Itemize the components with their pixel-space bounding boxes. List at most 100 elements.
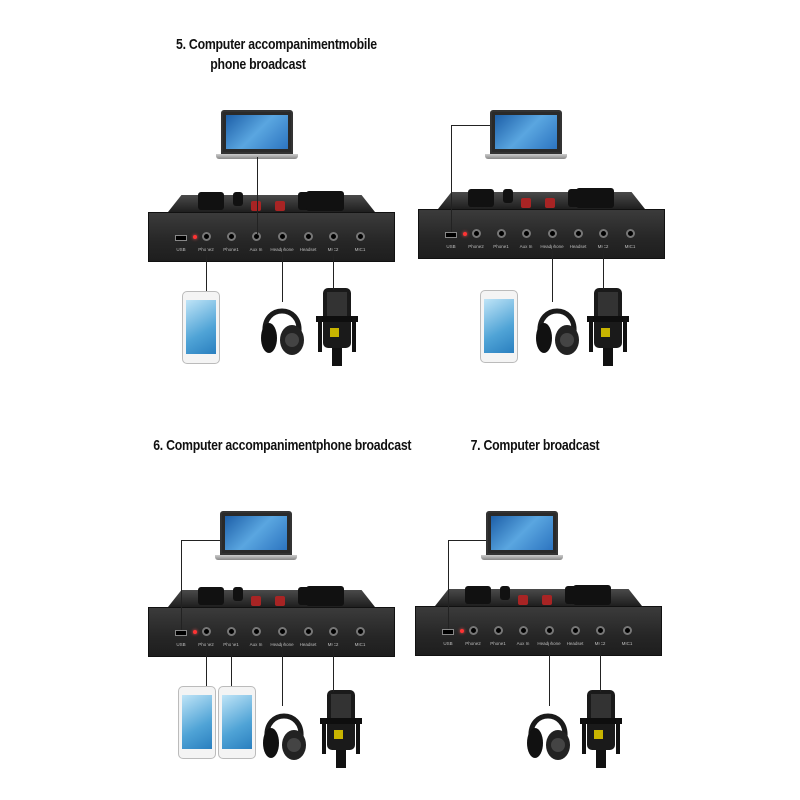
jack-phone1 [227, 627, 236, 636]
jack-phone1 [227, 232, 236, 241]
title-7: 7. Computer broadcast [470, 437, 600, 454]
jack-phone2 [202, 627, 211, 636]
port-label: Headset [299, 247, 317, 252]
jack-headset [571, 626, 580, 635]
fader-icon [251, 201, 261, 211]
jack-headset [574, 229, 583, 238]
port-label: Phone2 [465, 641, 481, 646]
jack-mic2 [329, 627, 338, 636]
usb-port-icon [445, 232, 457, 238]
microphone-icon [585, 288, 631, 366]
jack-phone1 [494, 626, 503, 635]
laptop-icon [221, 110, 293, 154]
cable [448, 540, 449, 629]
fader-icon [251, 596, 261, 606]
led-indicator [193, 235, 197, 239]
fader-icon [275, 596, 285, 606]
mixer-body [148, 212, 395, 262]
mixer-top [437, 192, 646, 210]
phone-screen [222, 695, 252, 749]
jack-mic1 [356, 232, 365, 241]
fader-icon [521, 198, 531, 208]
port-label: Aux In [249, 642, 263, 647]
port-label: Aux In [519, 244, 533, 249]
laptop-base [485, 154, 567, 159]
headphones-icon [525, 703, 571, 761]
port-label: MIC2 [585, 641, 615, 646]
port-label: USB [443, 641, 453, 646]
port-label: Phone1 [223, 247, 239, 252]
jack-headphone [278, 232, 287, 241]
usb-port-icon [175, 630, 187, 636]
jack-aux-in [252, 627, 261, 636]
fader-icon [275, 201, 285, 211]
jack-mic2 [329, 232, 338, 241]
laptop-base [216, 154, 298, 159]
laptop-icon [490, 110, 562, 154]
mixer-body [415, 606, 662, 656]
knob-icon [465, 586, 491, 604]
jack-phone2 [469, 626, 478, 635]
port-label: MIC2 [318, 247, 348, 252]
port-label: Phone1 [493, 244, 509, 249]
usb-port-icon [442, 629, 454, 635]
jack-headphone [545, 626, 554, 635]
port-label: USB [176, 642, 186, 647]
port-label: USB [446, 244, 456, 249]
port-label: Aux In [516, 641, 530, 646]
knob-icon [306, 586, 344, 606]
laptop-base [481, 555, 563, 560]
fader-icon [545, 198, 555, 208]
jack-aux-in [519, 626, 528, 635]
cable [333, 245, 334, 290]
cable [206, 245, 207, 291]
cable [451, 125, 452, 232]
jack-aux-in [522, 229, 531, 238]
port-label: MIC1 [621, 641, 633, 646]
knob-icon [503, 189, 513, 203]
led-indicator [460, 629, 464, 633]
knob-icon [233, 587, 243, 601]
cable [257, 157, 258, 235]
jack-headphone [278, 627, 287, 636]
headphones-icon [261, 703, 307, 761]
jack-headset [304, 232, 313, 241]
cable [603, 242, 604, 290]
port-label: Headset [569, 244, 587, 249]
jack-headset [304, 627, 313, 636]
port-label: Phone1 [216, 642, 246, 647]
port-label: MIC2 [588, 244, 618, 249]
microphone-icon [578, 690, 624, 768]
knob-icon [500, 586, 510, 600]
knob-icon [198, 587, 224, 605]
port-label: MIC1 [624, 244, 636, 249]
cable [333, 640, 334, 692]
mixer-top [434, 589, 643, 607]
cable [282, 640, 283, 706]
phone-screen [484, 299, 514, 353]
port-label: Headset [566, 641, 584, 646]
cable [231, 640, 232, 686]
jack-mic1 [623, 626, 632, 635]
fader-icon [518, 595, 528, 605]
port-label: Phone2 [468, 244, 484, 249]
port-label: USB [176, 247, 186, 252]
mixer-body [418, 209, 665, 259]
microphone-icon [314, 288, 360, 366]
jack-mic1 [356, 627, 365, 636]
phone-icon [218, 686, 256, 759]
jack-headphone [548, 229, 557, 238]
title-5-line2: phone broadcast [210, 56, 306, 73]
mixer-top [167, 590, 376, 608]
phone-icon [178, 686, 216, 759]
cable [282, 245, 283, 302]
knob-icon [573, 585, 611, 605]
cable [552, 242, 553, 302]
port-label: MIC2 [318, 642, 348, 647]
phone-screen [182, 695, 212, 749]
cable [206, 640, 207, 686]
led-indicator [463, 232, 467, 236]
led-indicator [193, 630, 197, 634]
phone-icon [182, 291, 220, 364]
knob-icon [198, 192, 224, 210]
